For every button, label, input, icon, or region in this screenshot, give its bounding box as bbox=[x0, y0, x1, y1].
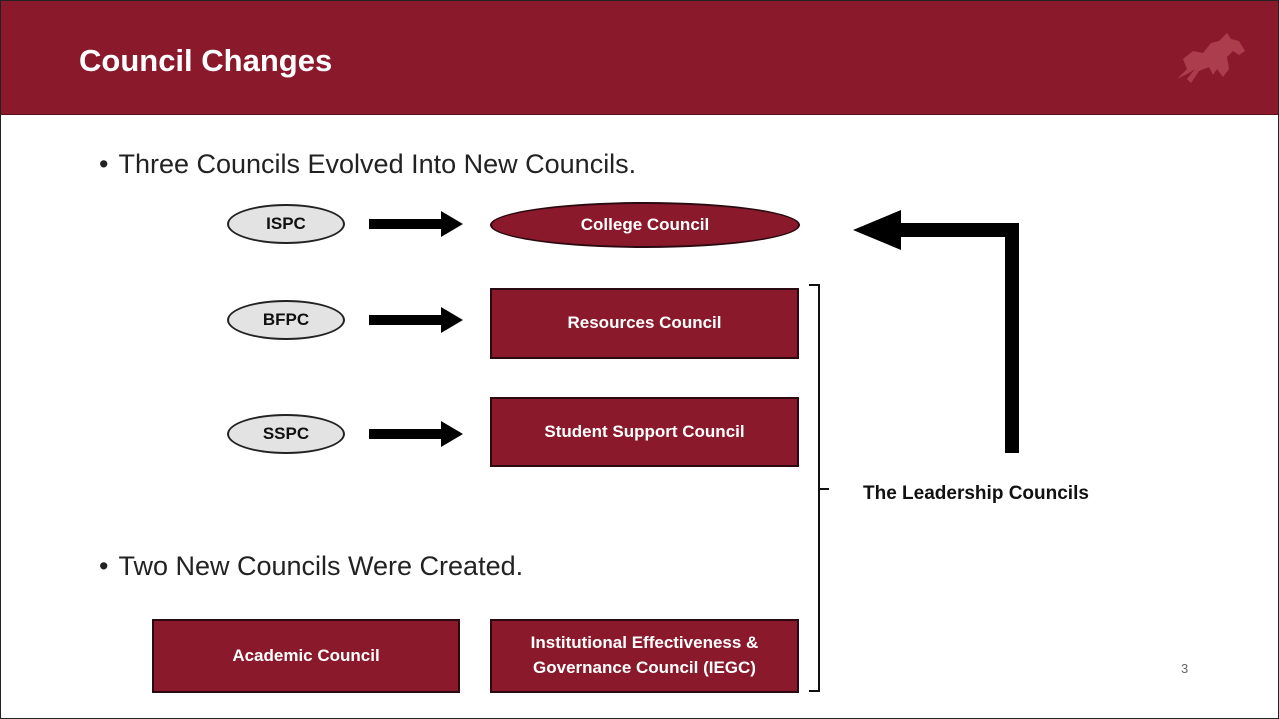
student-support-council-node: Student Support Council bbox=[490, 397, 799, 467]
horse-icon bbox=[1177, 33, 1245, 83]
bullet-text: Two New Councils Were Created. bbox=[118, 551, 524, 581]
bullet-three-councils: • Three Councils Evolved Into New Council… bbox=[99, 149, 636, 180]
bullet-two-councils: • Two New Councils Were Created. bbox=[99, 551, 523, 582]
arrow-bfpc-to-resources bbox=[369, 307, 463, 333]
bullet-dot: • bbox=[99, 551, 109, 581]
arrow-sspc-to-student-support bbox=[369, 421, 463, 447]
slide-header: Council Changes bbox=[1, 1, 1278, 115]
bullet-dot: • bbox=[99, 149, 109, 179]
leadership-bracket bbox=[809, 284, 829, 692]
iegc-line-2: Governance Council (IEGC) bbox=[533, 658, 756, 677]
iegc-node: Institutional Effectiveness & Governance… bbox=[490, 619, 799, 693]
arrow-leadership-to-college bbox=[853, 210, 1019, 453]
council-sspc: SSPC bbox=[227, 414, 345, 454]
college-council-node: College Council bbox=[490, 202, 800, 248]
leadership-councils-label: The Leadership Councils bbox=[863, 483, 1089, 504]
arrow-ispc-to-college bbox=[369, 211, 463, 237]
council-bfpc: BFPC bbox=[227, 300, 345, 340]
bullet-text: Three Councils Evolved Into New Councils… bbox=[118, 149, 637, 179]
academic-council-node: Academic Council bbox=[152, 619, 460, 693]
iegc-line-1: Institutional Effectiveness & bbox=[530, 633, 759, 653]
resources-council-node: Resources Council bbox=[490, 288, 799, 359]
page-number: 3 bbox=[1181, 661, 1189, 676]
slide-title: Council Changes bbox=[79, 43, 333, 78]
council-ispc: ISPC bbox=[227, 204, 345, 244]
